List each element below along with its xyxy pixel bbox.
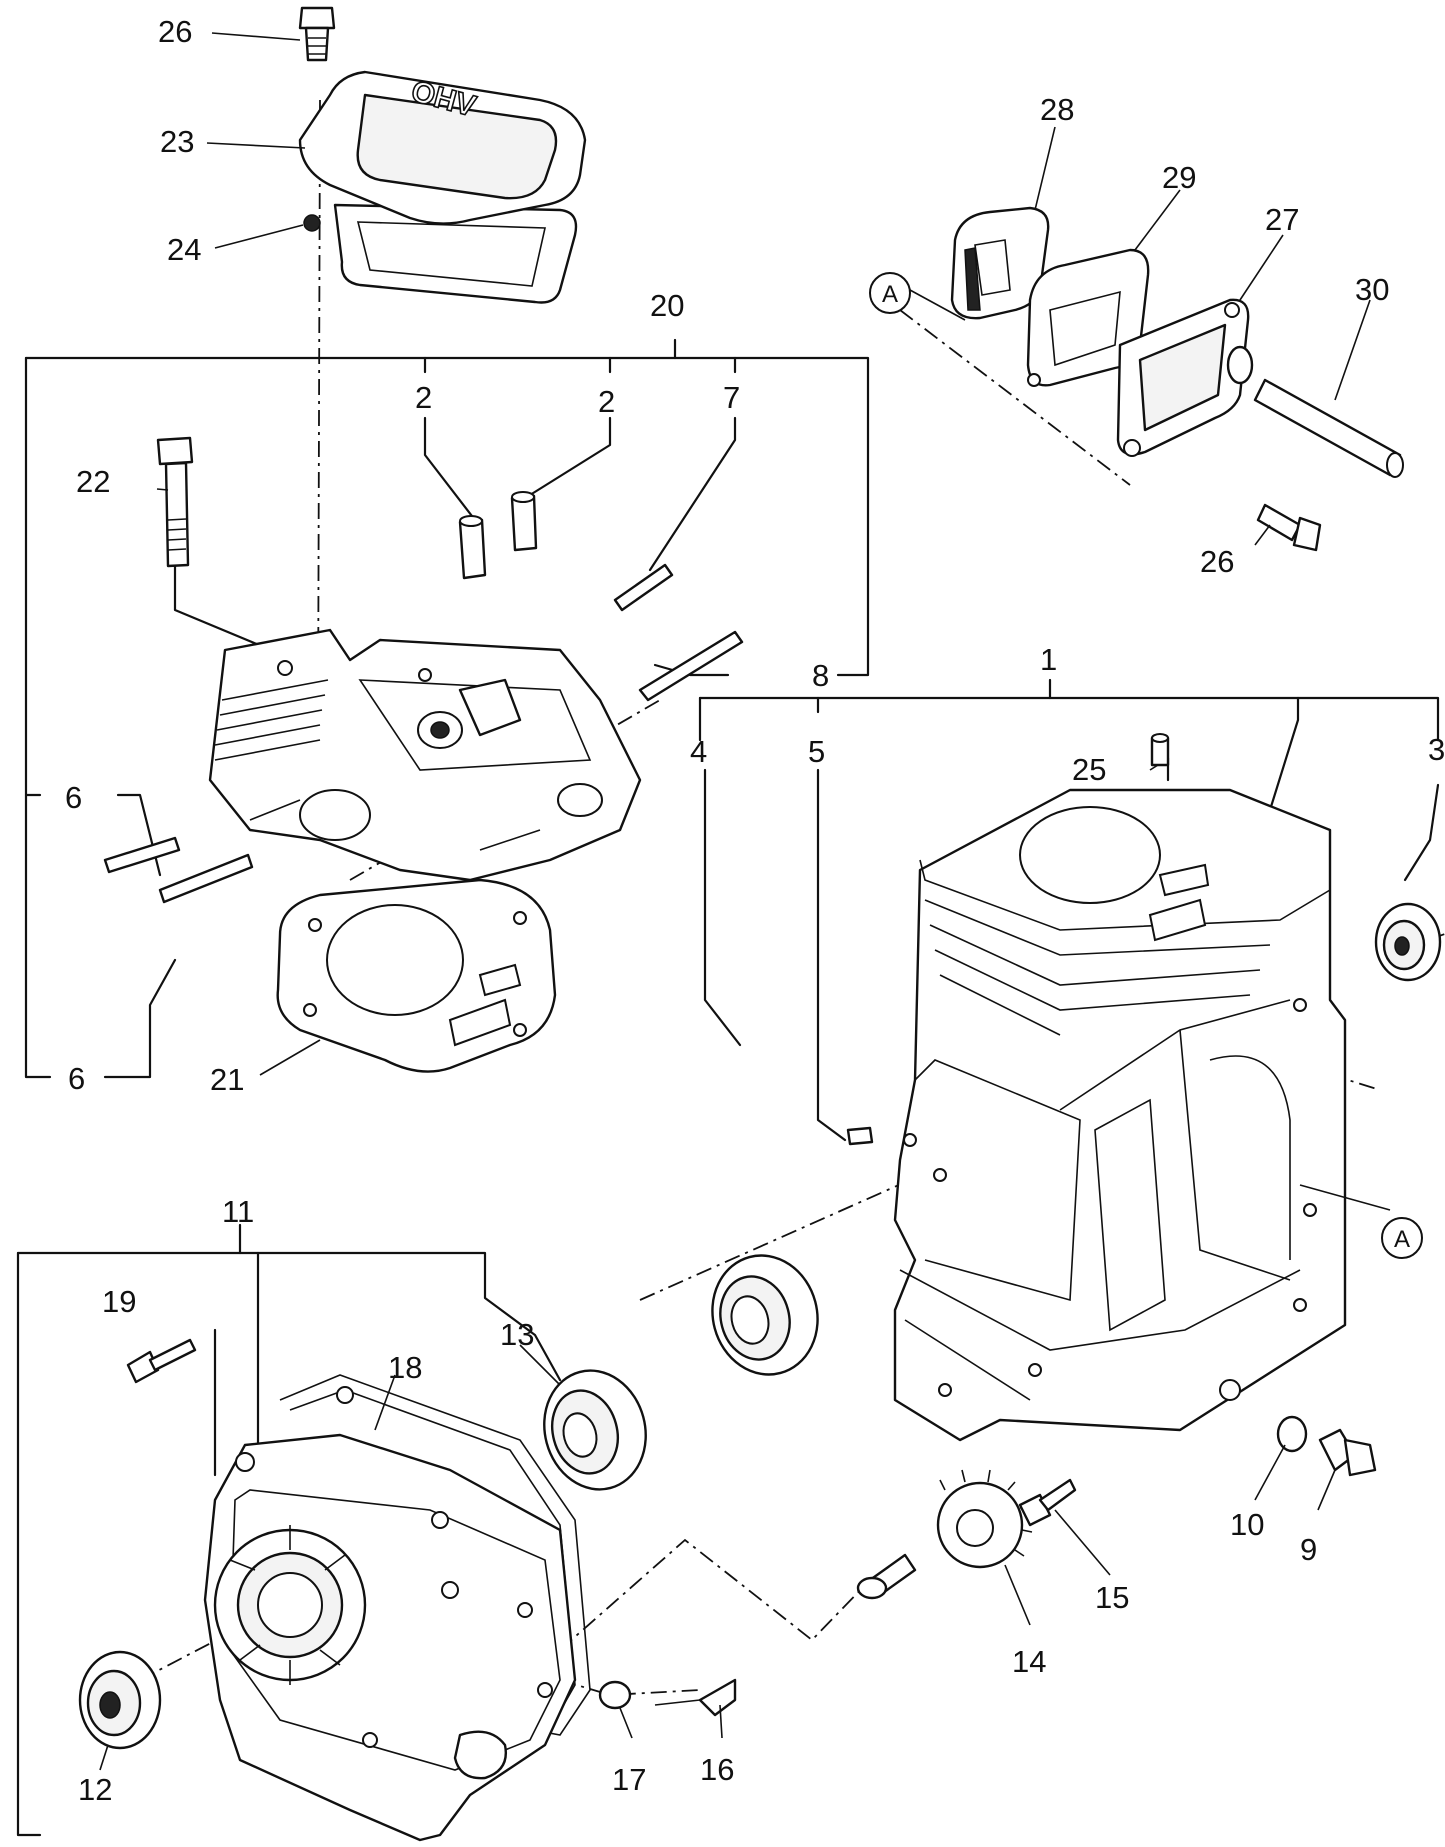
label-21: 21 [210,1062,244,1097]
part-27-breather-cover [1116,298,1254,457]
label-9: 9 [1300,1532,1317,1567]
part-14-governor-gear [856,1469,1033,1600]
label-12: 12 [78,1772,112,1807]
part-11-crankcase-cover [203,1433,577,1842]
label-28: 28 [1040,92,1074,127]
label-27: 27 [1265,202,1299,237]
label-14: 14 [1012,1644,1046,1679]
label-23: 23 [160,124,194,159]
label-17: 17 [612,1762,646,1797]
part-30-breather-tube [1253,378,1404,478]
part-18-cover-gasket [279,1374,591,1736]
label-16: 16 [700,1752,734,1787]
part-cylinder-head [208,628,642,882]
part-13-bearing [543,1369,647,1491]
part-17-washer [598,1680,632,1710]
part-21-head-gasket [276,878,557,1073]
part-number-labels: 26 23 24 20 2 2 7 22 8 6 6 21 28 29 27 3… [65,14,1445,1807]
label-2-left: 2 [415,380,432,415]
label-26-top: 26 [158,14,192,49]
label-18: 18 [388,1350,422,1385]
part-22-head-bolt [156,436,194,568]
label-11: 11 [222,1194,254,1229]
ref-marker-a-top: A [869,272,911,314]
part-15-governor-sleeve [1018,1478,1077,1527]
label-24: 24 [167,232,201,267]
part-3-oil-seal [1374,902,1442,982]
part-25-dowel-pin [1150,733,1170,767]
label-7: 7 [723,380,740,415]
label-5: 5 [808,734,825,769]
part-crankcase [893,788,1347,1442]
label-19: 19 [102,1284,136,1319]
part-4-bearing [711,1254,819,1376]
ref-marker-a-right: A [1381,1217,1423,1259]
part-8-stud [638,630,744,702]
part-2-valve-guides [458,491,538,580]
label-15: 15 [1095,1580,1129,1615]
part-28-breather-valve [950,206,1050,320]
label-30: 30 [1355,272,1389,307]
part-rocker-cover: OHV [298,70,587,225]
label-25: 25 [1072,752,1106,787]
part-16-governor-arm [654,1678,737,1717]
part-6-stud-a [103,836,181,874]
label-6-upper: 6 [65,780,82,815]
ref-a-top-text: A [882,281,898,308]
leader-lines [99,32,1391,1771]
label-26-right: 26 [1200,544,1234,579]
label-13: 13 [500,1317,534,1352]
label-29: 29 [1162,160,1196,195]
label-8: 8 [812,658,829,693]
part-12-oil-seal [78,1650,162,1750]
bracket-lines [16,338,1440,1837]
part-7-stud [613,563,674,612]
label-22: 22 [76,464,110,499]
part-24-grommet [303,214,321,232]
label-20: 20 [650,288,684,323]
label-1: 1 [1040,642,1057,677]
part-6-stud-b [158,853,254,904]
label-3: 3 [1428,732,1445,767]
ref-a-right-text: A [1394,1226,1410,1253]
part-19-screw [126,1338,197,1384]
part-26-bolt-top [298,6,336,62]
part-9-drain-plug [1318,1428,1377,1477]
part-5-dowel-pin [846,1126,874,1146]
part-rocker-cover-gasket [333,203,578,304]
label-10: 10 [1230,1507,1264,1542]
label-2-right: 2 [598,384,615,419]
label-4: 4 [690,734,707,769]
label-6-lower: 6 [68,1061,85,1096]
part-10-washer [1276,1415,1308,1453]
part-29-breather-gasket [1026,248,1150,387]
part-26-bolt-right [1256,503,1322,552]
